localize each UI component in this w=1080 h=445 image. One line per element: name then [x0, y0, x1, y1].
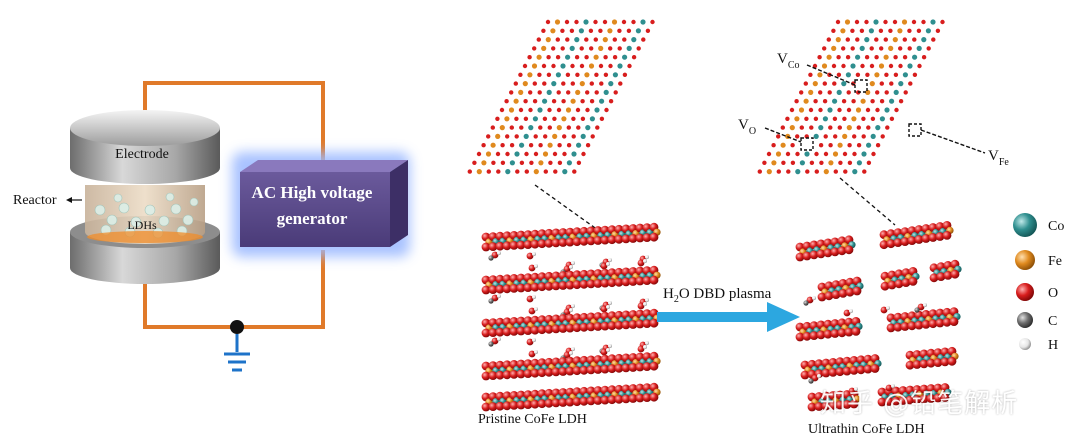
legend-label: Co	[1048, 219, 1064, 234]
zoom-line-pristine	[534, 184, 606, 236]
electrode-label: Electrode	[115, 147, 169, 162]
legend-label: O	[1048, 286, 1058, 301]
legend-label: Fe	[1048, 254, 1062, 269]
ldh-layer	[807, 383, 952, 412]
legend-item: C	[1017, 312, 1057, 329]
interlayer-species	[808, 374, 895, 395]
atomic-lattices	[467, 19, 945, 175]
ldh-layer	[800, 346, 959, 380]
legend-label: C	[1048, 314, 1057, 329]
ldh-layer	[481, 222, 661, 252]
lattice-plane	[467, 19, 655, 175]
watermark: 知乎 @铅笔解析	[820, 389, 1019, 419]
legend-swatch	[1016, 283, 1034, 301]
ultrathin-label: Ultrathin CoFe LDH	[808, 422, 925, 437]
interlayer-species	[488, 337, 649, 361]
generator-line2: generator	[277, 209, 348, 228]
plasma-arrow	[657, 302, 800, 332]
legend-item: Co	[1013, 213, 1064, 237]
reactor-circuit	[143, 81, 325, 372]
legend-swatch	[1013, 213, 1037, 237]
legend-swatch	[1019, 338, 1031, 350]
legend-swatch	[1017, 312, 1033, 328]
vacancy-o-label: VO	[738, 117, 756, 137]
ac-generator: AC High voltage generator	[232, 152, 410, 257]
ldh-layer	[795, 221, 954, 262]
vacancy-o-box	[800, 137, 814, 151]
legend-item: H	[1019, 338, 1058, 353]
pristine-label: Pristine CoFe LDH	[478, 412, 587, 427]
ldh-layer	[481, 308, 661, 338]
legend-label: H	[1048, 338, 1058, 353]
generator-line1: AC High voltage	[252, 183, 373, 202]
ground-node	[230, 320, 244, 334]
ldh-particles	[94, 192, 199, 239]
ldh-layer	[795, 307, 961, 342]
ldh-layer	[481, 265, 661, 295]
interlayer-species	[803, 296, 927, 317]
interlayer-species	[488, 251, 649, 275]
ldh-layer	[481, 351, 661, 381]
ldh-layer	[481, 382, 661, 412]
vacancy-co-box	[854, 79, 868, 93]
reactor: Electrode LDHs Reactor	[13, 110, 220, 284]
vacancy-markers	[764, 64, 986, 154]
interlayer-species	[488, 294, 649, 318]
ldh-layer	[817, 259, 962, 302]
legend-item: O	[1016, 283, 1058, 301]
legend-swatch	[1015, 250, 1035, 270]
vacancy-fe-box	[908, 123, 922, 137]
reactor-label: Reactor	[13, 193, 57, 208]
plasma-arrow-label: H2O DBD plasma	[663, 286, 772, 305]
vacancy-fe-label: VFe	[988, 148, 1009, 168]
wire-top	[143, 81, 325, 182]
lattice-plane	[757, 19, 945, 175]
zoom-line-ultrathin	[839, 177, 896, 226]
legend-item: Fe	[1015, 250, 1062, 270]
ldh-layer-stacks	[481, 221, 962, 412]
ldh-label: LDHs	[127, 218, 157, 232]
vacancy-co-label: VCo	[777, 51, 800, 71]
